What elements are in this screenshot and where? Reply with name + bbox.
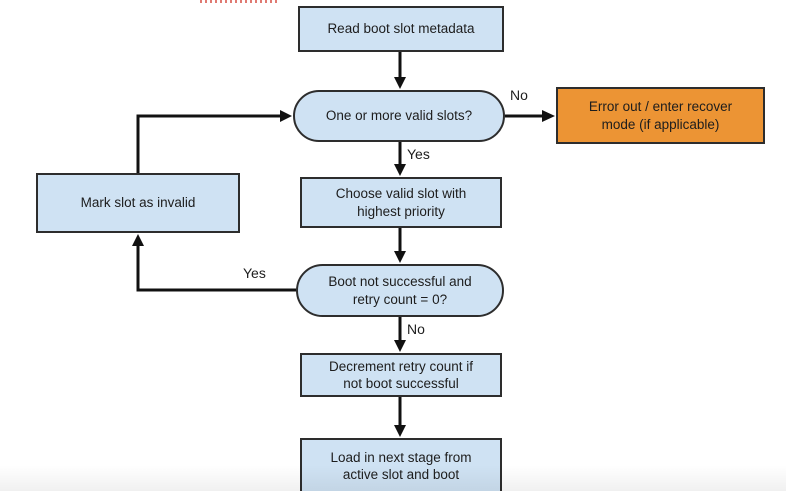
edge-label-yes-to-mark: Yes bbox=[243, 265, 266, 281]
edge-bootcheck-to-decrement bbox=[394, 317, 406, 352]
node-boot-not-successful-check: Boot not successful and retry count = 0? bbox=[296, 264, 504, 317]
node-decrement-retry-count: Decrement retry count if not boot succes… bbox=[300, 353, 502, 397]
node-choose-valid-slot: Choose valid slot with highest priority bbox=[300, 177, 502, 228]
edge-choose-to-bootcheck bbox=[394, 228, 406, 263]
edge-read-to-valid bbox=[394, 52, 406, 89]
edge-mark-to-valid bbox=[136, 110, 292, 173]
edge-bootcheck-to-mark bbox=[132, 234, 296, 292]
edge-label-no-to-decrement: No bbox=[407, 321, 425, 337]
edge-valid-to-error bbox=[505, 110, 555, 122]
edge-valid-to-choose bbox=[394, 142, 406, 176]
edge-label-yes-to-choose: Yes bbox=[407, 146, 430, 162]
node-mark-slot-invalid: Mark slot as invalid bbox=[36, 173, 240, 233]
node-one-or-more-valid-slots: One or more valid slots? bbox=[293, 90, 505, 142]
node-load-next-stage: Load in next stage from active slot and … bbox=[300, 438, 502, 491]
edge-decrement-to-load bbox=[394, 397, 406, 437]
dotted-underline-artifact bbox=[200, 0, 278, 3]
node-read-boot-slot-metadata: Read boot slot metadata bbox=[298, 6, 504, 52]
node-error-out-recover-mode: Error out / enter recover mode (if appli… bbox=[556, 87, 765, 144]
edge-label-no-to-error: No bbox=[510, 87, 528, 103]
